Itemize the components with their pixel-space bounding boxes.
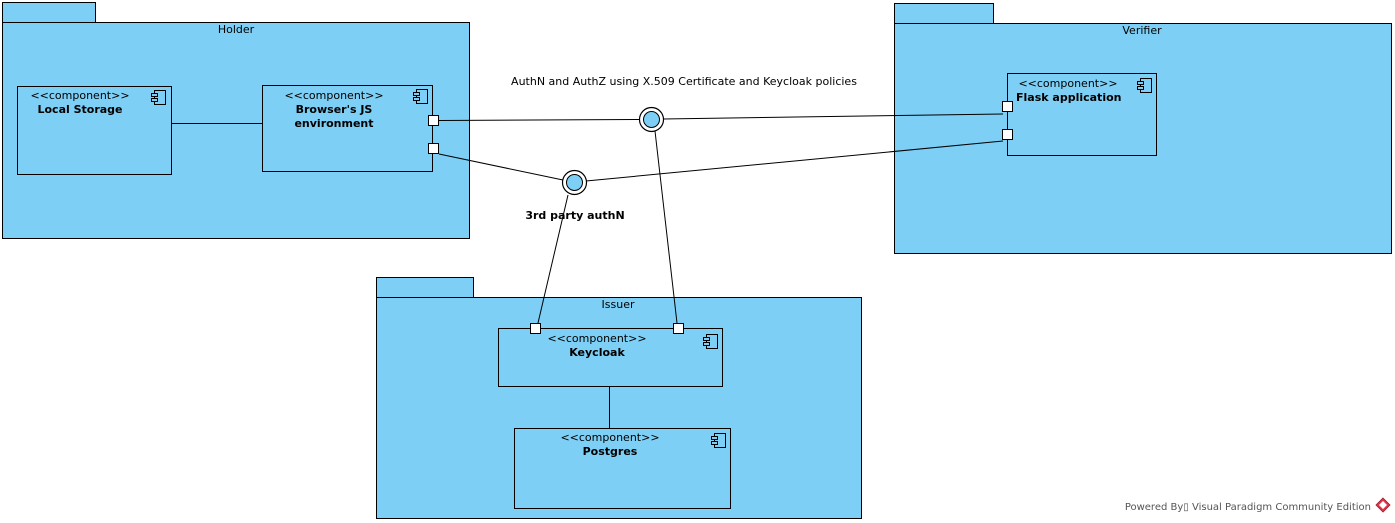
component-stereotype: <<component>> bbox=[547, 332, 646, 345]
connector-thirdparty-keycloak[interactable] bbox=[537, 194, 569, 324]
component-name: Local Storage bbox=[37, 103, 122, 116]
component-name-line2: environment bbox=[294, 117, 373, 130]
component-icon bbox=[711, 433, 726, 448]
connector-browser-x509[interactable] bbox=[438, 119, 641, 121]
package-tab bbox=[2, 2, 96, 23]
component-box bbox=[498, 328, 723, 387]
component-icon bbox=[703, 334, 718, 349]
component-box bbox=[514, 428, 731, 509]
connector-browser-thirdparty[interactable] bbox=[438, 153, 564, 181]
component-box bbox=[262, 85, 433, 172]
port-x509[interactable] bbox=[428, 115, 439, 126]
visual-paradigm-logo-icon bbox=[1375, 497, 1391, 513]
package-name: Verifier bbox=[1122, 24, 1162, 37]
port-third-party[interactable] bbox=[428, 143, 439, 154]
package-name: Issuer bbox=[602, 298, 635, 311]
component-icon bbox=[151, 90, 166, 105]
component-keycloak[interactable]: <<component>> Keycloak bbox=[498, 323, 723, 387]
component-box bbox=[1007, 73, 1157, 156]
component-stereotype: <<component>> bbox=[560, 431, 659, 444]
interface-label: 3rd party authN bbox=[525, 209, 624, 222]
interface-x509[interactable]: AuthN and AuthZ using X.509 Certificate … bbox=[511, 75, 857, 133]
component-name-line1: Browser's JS bbox=[296, 103, 373, 116]
component-stereotype: <<component>> bbox=[30, 89, 129, 102]
connector-x509-keycloak[interactable] bbox=[654, 130, 678, 324]
component-name: Flask application bbox=[1016, 91, 1121, 104]
port-third-party[interactable] bbox=[1002, 129, 1013, 140]
component-icon bbox=[413, 89, 428, 104]
interface-third-party-authn[interactable]: 3rd party authN bbox=[525, 169, 625, 223]
component-browser-js-environment[interactable]: <<component>> Browser's JS environment bbox=[262, 85, 439, 172]
package-name: Holder bbox=[218, 23, 255, 36]
component-name: Postgres bbox=[583, 445, 638, 458]
component-stereotype: <<component>> bbox=[284, 89, 383, 102]
interface-ball-inner bbox=[643, 111, 660, 128]
component-postgres[interactable]: <<component>> Postgres bbox=[514, 428, 731, 509]
interface-label: AuthN and AuthZ using X.509 Certificate … bbox=[511, 75, 857, 88]
port-x509[interactable] bbox=[673, 323, 684, 334]
component-stereotype: <<component>> bbox=[1018, 77, 1117, 90]
port-x509[interactable] bbox=[1002, 101, 1013, 112]
component-icon bbox=[1137, 78, 1152, 93]
component-name: Keycloak bbox=[569, 346, 625, 359]
package-tab bbox=[376, 277, 474, 298]
footer-watermark: Powered By▯ Visual Paradigm Community Ed… bbox=[1125, 497, 1391, 513]
connector-thirdparty-flask[interactable] bbox=[585, 140, 1004, 182]
interface-ball-inner bbox=[566, 174, 583, 191]
component-local-storage[interactable]: <<component>> Local Storage bbox=[17, 86, 172, 175]
component-box bbox=[17, 86, 172, 175]
connectors bbox=[171, 113, 1004, 428]
package-tab bbox=[894, 3, 994, 24]
footer-text: Powered By▯ Visual Paradigm Community Ed… bbox=[1125, 502, 1371, 513]
component-flask-application[interactable]: <<component>> Flask application bbox=[1002, 73, 1157, 156]
connector-x509-flask[interactable] bbox=[662, 113, 1004, 120]
port-third-party[interactable] bbox=[530, 323, 541, 334]
